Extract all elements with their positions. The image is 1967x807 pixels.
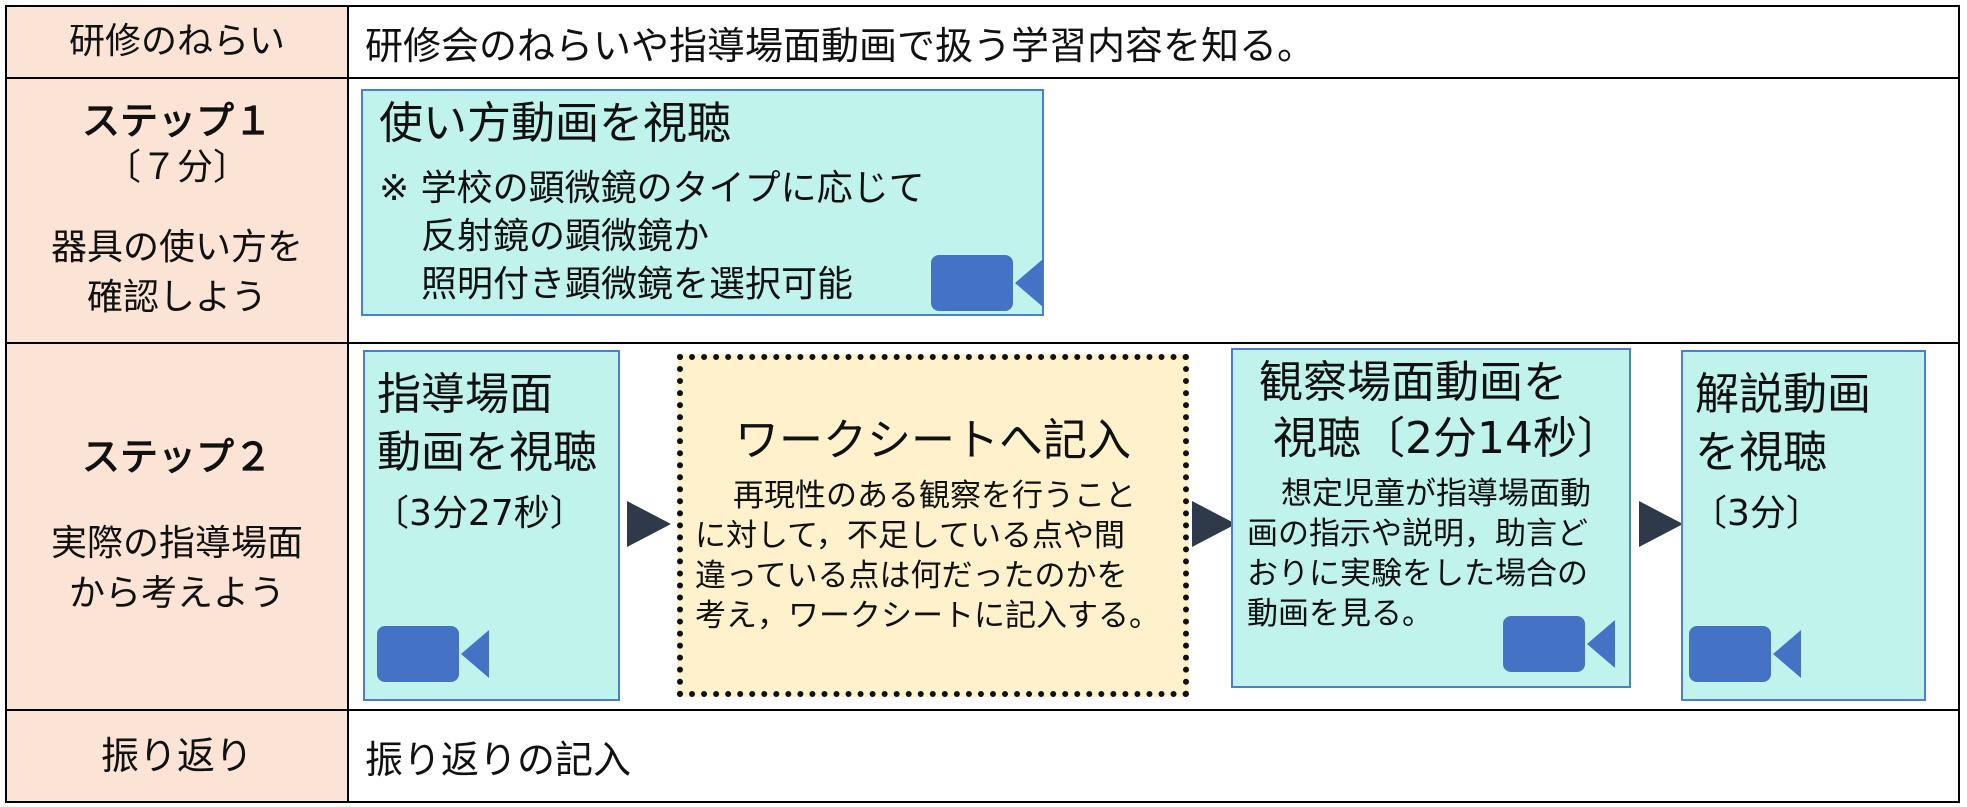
guidance-video-box[interactable]: 指導場面 動画を視聴 〔3分27秒〕 [363, 350, 620, 701]
commentary-video-line1: 解説動画 [1695, 369, 1871, 420]
worksheet-line1: 再現性のある観察を行うこと [733, 478, 1136, 514]
reflection-label-cell: 振り返り [7, 711, 349, 801]
aim-text: 研修会のねらいや指導場面動画で扱う学習内容を知る。 [365, 23, 1316, 68]
guidance-video-duration: 〔3分27秒〕 [373, 493, 586, 534]
guidance-video-line1: 指導場面 [377, 369, 553, 420]
guidance-video-line2: 動画を視聴 [377, 427, 597, 478]
observation-video-desc4: 動画を見る。 [1247, 596, 1433, 632]
step1-box-line2: 反射鏡の顕微鏡か [421, 216, 710, 257]
row-reflection: 振り返り 振り返りの記入 [7, 711, 1958, 801]
worksheet-line2: に対して，不足している点や間 [695, 518, 1125, 554]
video-camera-icon [377, 626, 489, 682]
step2-content-cell: 指導場面 動画を視聴 〔3分27秒〕 ワークシートへ記入 再現性のある観察を行う… [349, 344, 1958, 709]
step1-video-box[interactable]: 使い方動画を視聴 ※ 学校の顕微鏡のタイプに応じて 反射鏡の顕微鏡か 照明付き顕… [361, 89, 1044, 316]
aim-label: 研修のねらい [68, 21, 285, 62]
observation-video-desc1: 想定児童が指導場面動 [1281, 476, 1591, 512]
observation-video-line2: 視聴〔2分14秒〕 [1273, 413, 1621, 464]
aim-label-cell: 研修のねらい [7, 7, 349, 77]
video-camera-icon [1503, 616, 1615, 672]
video-camera-icon [931, 255, 1043, 311]
commentary-video-box[interactable]: 解説動画 を視聴 〔3分〕 [1681, 350, 1926, 701]
observation-video-box[interactable]: 観察場面動画を 視聴〔2分14秒〕 想定児童が指導場面動 画の指示や説明，助言ど… [1231, 348, 1631, 688]
step1-box-line1: ※ 学校の顕微鏡のタイプに応じて [379, 168, 925, 209]
worksheet-line3: 違っている点は何だったのかを [695, 558, 1128, 594]
step2-subtitle-line2: から考えよう [68, 572, 285, 614]
worksheet-box[interactable]: ワークシートへ記入 再現性のある観察を行うこと に対して，不足している点や間 違… [677, 354, 1189, 697]
aim-content-cell: 研修会のねらいや指導場面動画で扱う学習内容を知る。 [349, 7, 1958, 77]
commentary-video-line2: を視聴 [1695, 427, 1827, 478]
step1-box-title: 使い方動画を視聴 [379, 98, 731, 149]
step1-subtitle-line2: 確認しよう [86, 276, 267, 318]
training-table: 研修のねらい 研修会のねらいや指導場面動画で扱う学習内容を知る。 ステップ１ 〔… [5, 5, 1960, 803]
step1-box-line3: 照明付き顕微鏡を選択可能 [421, 264, 854, 305]
observation-video-desc3: おりに実験をした場合の [1247, 556, 1588, 592]
arrow-right-icon [627, 501, 671, 547]
step1-title: ステップ１ [81, 98, 272, 143]
reflection-label: 振り返り [100, 734, 253, 778]
step1-duration: 〔７分〕 [104, 146, 249, 188]
step1-label-cell: ステップ１ 〔７分〕 器具の使い方を 確認しよう [7, 79, 349, 342]
step1-content-cell: 使い方動画を視聴 ※ 学校の顕微鏡のタイプに応じて 反射鏡の顕微鏡か 照明付き顕… [349, 79, 1958, 342]
row-step1: ステップ１ 〔７分〕 器具の使い方を 確認しよう 使い方動画を視聴 ※ 学校の顕… [7, 79, 1958, 344]
observation-video-desc2: 画の指示や説明，助言ど [1247, 516, 1588, 552]
reflection-text: 振り返りの記入 [365, 737, 632, 782]
commentary-video-duration: 〔3分〕 [1691, 493, 1822, 534]
reflection-content-cell: 振り返りの記入 [349, 711, 1958, 801]
arrow-right-icon [1639, 501, 1683, 547]
observation-video-line1: 観察場面動画を [1259, 357, 1567, 408]
video-camera-icon [1689, 626, 1801, 682]
worksheet-line4: 考え，ワークシートに記入する。 [695, 598, 1160, 634]
step2-subtitle-line1: 実際の指導場面 [50, 522, 303, 564]
step2-title: ステップ２ [81, 434, 272, 479]
step1-subtitle-line1: 器具の使い方を [50, 226, 303, 268]
worksheet-title: ワークシートへ記入 [735, 415, 1131, 466]
arrow-right-icon [1192, 501, 1236, 547]
row-step2: ステップ２ 実際の指導場面 から考えよう 指導場面 動画を視聴 〔3分27秒〕 [7, 344, 1958, 711]
row-aim: 研修のねらい 研修会のねらいや指導場面動画で扱う学習内容を知る。 [7, 7, 1958, 79]
step2-label-cell: ステップ２ 実際の指導場面 から考えよう [7, 344, 349, 709]
